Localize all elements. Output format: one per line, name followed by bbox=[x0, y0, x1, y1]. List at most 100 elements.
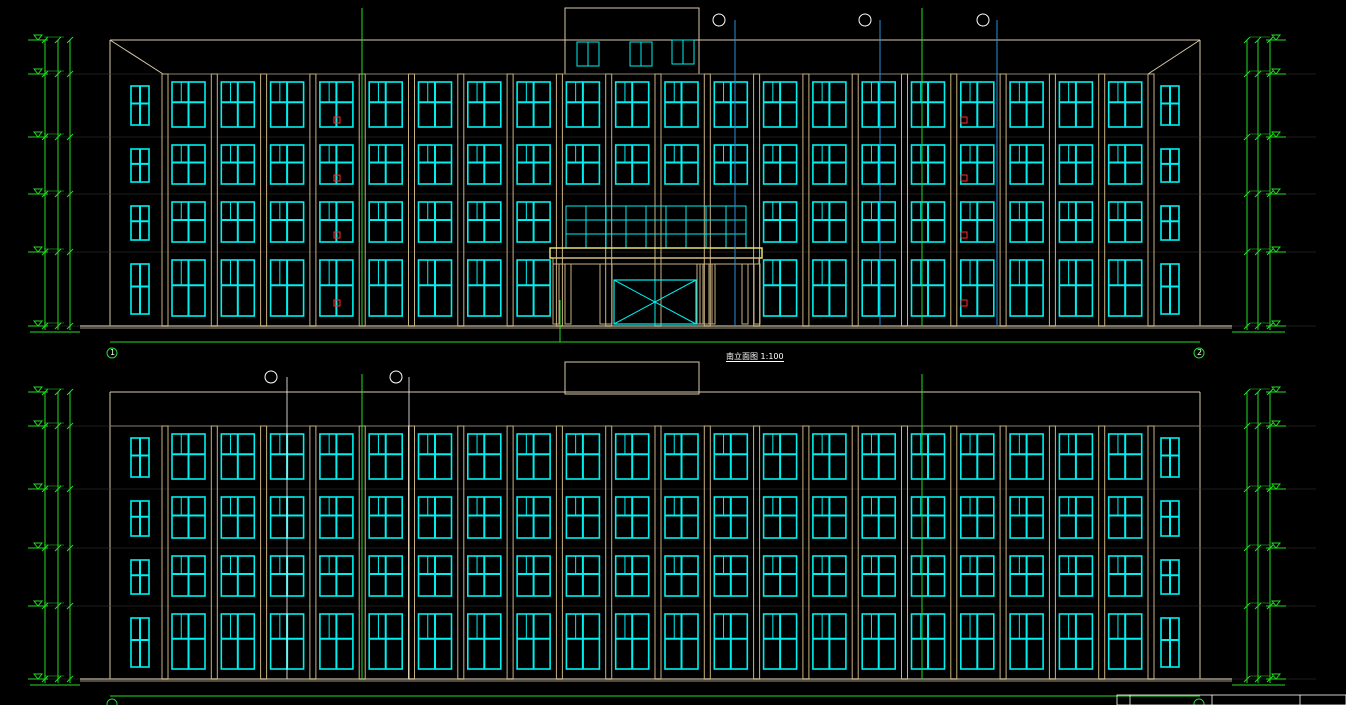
dimension-tick bbox=[54, 485, 62, 493]
window bbox=[466, 433, 502, 480]
window bbox=[417, 555, 453, 597]
window bbox=[1107, 144, 1143, 185]
window bbox=[812, 555, 847, 597]
window bbox=[130, 617, 150, 668]
level-triangle bbox=[1270, 188, 1282, 195]
window bbox=[269, 201, 305, 243]
window bbox=[220, 259, 256, 317]
level-triangle bbox=[1270, 68, 1282, 75]
grid-bubble bbox=[264, 370, 278, 384]
window bbox=[171, 496, 206, 539]
window bbox=[1107, 613, 1143, 670]
window bbox=[466, 144, 502, 185]
window bbox=[319, 201, 354, 243]
window bbox=[861, 433, 897, 480]
window bbox=[171, 81, 206, 128]
window bbox=[861, 613, 897, 670]
window bbox=[910, 613, 946, 670]
window bbox=[1058, 613, 1094, 670]
dimension-tick bbox=[66, 322, 74, 330]
window bbox=[762, 201, 798, 243]
axis-label-end: 2 bbox=[1197, 348, 1203, 357]
curtain-wall bbox=[565, 205, 747, 249]
dimension-tick bbox=[1254, 388, 1262, 396]
window bbox=[861, 259, 897, 317]
dimension-tick bbox=[1254, 675, 1262, 683]
window bbox=[130, 263, 150, 315]
window bbox=[1009, 433, 1044, 480]
window bbox=[319, 81, 354, 128]
dimension-tick bbox=[66, 70, 74, 78]
window bbox=[1058, 144, 1094, 185]
level-triangle bbox=[1270, 131, 1282, 138]
pilaster bbox=[999, 425, 1007, 680]
window bbox=[1058, 81, 1094, 128]
window bbox=[466, 496, 502, 539]
window bbox=[220, 613, 256, 670]
level-triangle bbox=[1270, 483, 1282, 490]
grid-bubble bbox=[389, 370, 403, 384]
pilaster bbox=[1147, 425, 1155, 680]
window bbox=[762, 613, 798, 670]
stair-tower bbox=[564, 361, 700, 395]
window bbox=[1058, 201, 1094, 243]
marker bbox=[333, 299, 341, 307]
marker bbox=[333, 231, 341, 239]
pilaster bbox=[654, 73, 662, 327]
window bbox=[762, 433, 798, 480]
window bbox=[368, 201, 404, 243]
canopy bbox=[549, 247, 763, 259]
window bbox=[565, 81, 601, 128]
window bbox=[762, 81, 798, 128]
window bbox=[516, 613, 551, 670]
pilaster bbox=[408, 73, 415, 327]
dimension-tick bbox=[54, 422, 62, 430]
window bbox=[220, 433, 256, 480]
window bbox=[959, 555, 995, 597]
window bbox=[910, 201, 946, 243]
window bbox=[812, 144, 847, 185]
window bbox=[130, 559, 150, 595]
marker bbox=[333, 174, 341, 182]
window bbox=[713, 613, 749, 670]
window bbox=[1107, 496, 1143, 539]
window bbox=[713, 496, 749, 539]
window bbox=[417, 496, 453, 539]
dimension-tick bbox=[66, 248, 74, 256]
window bbox=[319, 144, 354, 185]
window bbox=[1160, 148, 1180, 183]
dimension-tick bbox=[1243, 190, 1251, 198]
window bbox=[762, 496, 798, 539]
dimension-tick bbox=[54, 675, 62, 683]
upper-elevation bbox=[30, 7, 1316, 359]
marker bbox=[333, 116, 341, 124]
window bbox=[565, 555, 601, 597]
window bbox=[130, 205, 150, 241]
window bbox=[171, 433, 206, 480]
window bbox=[812, 433, 847, 480]
level-triangle bbox=[1270, 673, 1282, 680]
window bbox=[171, 259, 206, 317]
window bbox=[1058, 555, 1094, 597]
window bbox=[713, 81, 749, 128]
dimension-tick bbox=[54, 248, 62, 256]
axis-bubble bbox=[1193, 347, 1205, 359]
pilaster bbox=[457, 73, 465, 327]
pilaster bbox=[605, 425, 613, 680]
window bbox=[910, 496, 946, 539]
window bbox=[269, 81, 305, 128]
dimension-tick bbox=[66, 190, 74, 198]
roof-slope bbox=[109, 39, 164, 75]
window bbox=[1160, 500, 1180, 537]
pilaster bbox=[506, 73, 514, 327]
level-triangle bbox=[32, 131, 44, 138]
window bbox=[762, 259, 798, 317]
window bbox=[1160, 617, 1180, 668]
window bbox=[1058, 496, 1094, 539]
lower-elevation bbox=[30, 361, 1346, 705]
window bbox=[959, 433, 995, 480]
window bbox=[1160, 85, 1180, 126]
level-triangle bbox=[32, 600, 44, 607]
dimension-tick bbox=[1254, 602, 1262, 610]
